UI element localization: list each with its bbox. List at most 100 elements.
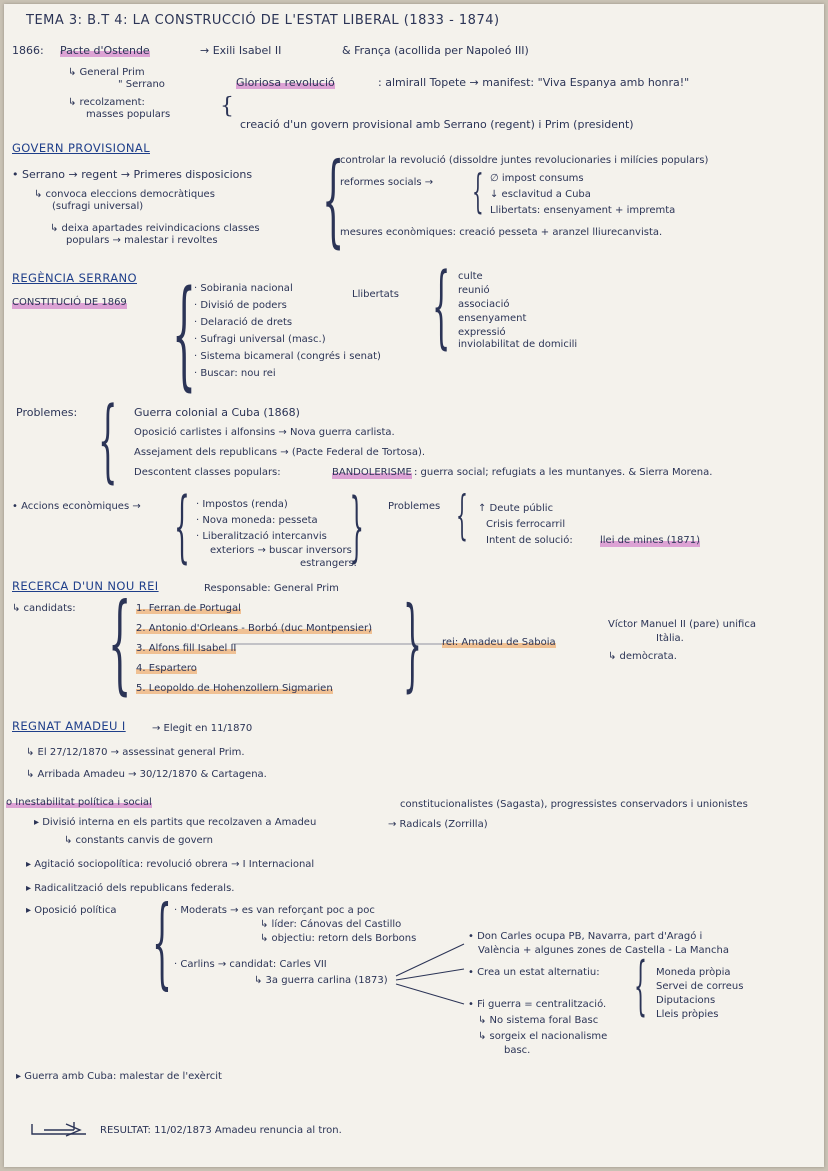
regnat-amadeu-heading: REGNAT AMADEU I (12, 719, 126, 733)
brace: { (322, 141, 345, 258)
brace: { (402, 585, 422, 702)
candidats-label: ↳ candidats: (12, 603, 76, 614)
candidat-item: 1. Ferran de Portugal (136, 602, 241, 615)
sorgeix-nacionalisme: ↳ sorgeix el nacionalisme (478, 1031, 608, 1042)
moderats: · Moderats → es van reforçant poc a poc (174, 905, 375, 916)
brace: { (349, 481, 364, 570)
problema-item: Assejament dels republicans → (Pacte Fed… (134, 447, 426, 458)
estrangers: estrangers. (300, 558, 357, 569)
constitution-item: · Delaració de drets (194, 317, 293, 328)
serrano-ref: " Serrano (118, 79, 165, 90)
recerca-heading: RECERCA D'UN NOU REI (12, 579, 159, 593)
brace: { (634, 949, 648, 1023)
basc: basc. (504, 1045, 531, 1056)
franca-napoleo: & França (acollida per Napoleó III) (342, 44, 529, 57)
deixa-apartades: ↳ deixa apartades reivindicacions classe… (50, 223, 260, 234)
democrata: ↳ demòcrata. (608, 651, 677, 662)
no-sistema-foral: ↳ No sistema foral Basc (478, 1015, 599, 1026)
candidat-item: 4. Espartero (136, 662, 197, 675)
estat-item: Moneda pròpia (656, 967, 731, 978)
populars-malestar: populars → malestar i revoltes (66, 235, 218, 246)
regencia-serrano-heading: REGÈNCIA SERRANO (12, 271, 137, 285)
candidat-espartero: 4. Espartero (136, 663, 197, 674)
almirall-topete: : almirall Topete → manifest: "Viva Espa… (378, 76, 690, 89)
liberalitzacio: · Liberalització intercanvis (196, 531, 327, 542)
victor-manuel: Víctor Manuel II (pare) unifica (608, 619, 756, 630)
arribada-amadeu: ↳ Arribada Amadeu → 30/12/1870 & Cartage… (26, 769, 267, 780)
masses-populars: masses populars (86, 109, 171, 120)
sufragi-universal: (sufragi universal) (52, 201, 144, 212)
constitution-item: · Divisió de poders (194, 300, 287, 311)
objectiu-borbons: ↳ objectiu: retorn dels Borbons (260, 933, 417, 944)
constitucio-1869: CONSTITUCIÓ DE 1869 (12, 296, 127, 309)
candidat-ferran: 1. Ferran de Portugal (136, 603, 241, 614)
convoca-eleccions: ↳ convoca eleccions democràtiques (34, 189, 215, 200)
llibertats-ensenyament: Llibertats: ensenyament + impremta (490, 205, 676, 216)
problema-item: Descontent classes populars: (134, 467, 281, 478)
govern-provisional-heading: GOVERN PROVISIONAL (12, 141, 150, 155)
nova-moneda: · Nova moneda: pesseta (196, 515, 318, 526)
rei-amadeu-text: rei: Amadeu de Saboia (442, 637, 556, 648)
guerra-cuba: ▸ Guerra amb Cuba: malestar de l'exèrcit (16, 1071, 222, 1082)
general-prim: ↳ General Prim (68, 67, 145, 78)
notes-sheet: TEMA 3: B.T 4: LA CONSTRUCCIÓ DE L'ESTAT… (4, 4, 824, 1167)
llibertat-item: culte (458, 271, 483, 282)
pacte-ostende: Pacte d'Ostende (60, 44, 150, 57)
oposicio-politica: ▸ Oposició política (26, 905, 117, 916)
impost-consums: ∅ impost consums (490, 173, 584, 184)
resultat: RESULTAT: 11/02/1873 Amadeu renuncia al … (100, 1125, 342, 1136)
constitution-item: · Sobirania nacional (194, 283, 293, 294)
fi-guerra: • Fi guerra = centralització. (468, 999, 607, 1010)
mesures-economiques: mesures econòmiques: creació pesseta + a… (340, 227, 663, 238)
problemes-accions: Problemes (388, 501, 441, 512)
controlar-revolucio: controlar la revolució (dissoldre juntes… (340, 155, 709, 166)
don-carles: • Don Carles ocupa PB, Navarra, part d'A… (468, 931, 703, 942)
deute-public: ↑ Deute públic (478, 503, 554, 514)
candidat-leopoldo: 5. Leopoldo de Hohenzollern Sigmarien (136, 683, 333, 694)
brace: { (152, 886, 172, 1000)
exteriors-inversors: exteriors → buscar inversors (210, 545, 352, 556)
llibertat-item: expressió (458, 327, 506, 338)
brace: { (456, 486, 468, 546)
carlins: · Carlins → candidat: Carles VII (174, 959, 327, 970)
llibertat-item: inviolabilitat de domicili (458, 339, 578, 350)
brace: { (172, 264, 197, 402)
tercera-guerra: ↳ 3a guerra carlina (1873) (254, 975, 388, 986)
accions-economiques: • Accions econòmiques → (12, 501, 141, 512)
exili-isabel: → Exili Isabel II (200, 44, 282, 57)
responsable-prim: Responsable: General Prim (204, 583, 339, 594)
valencia-castella: València + algunes zones de Castella - L… (478, 945, 729, 956)
brace: { (98, 388, 118, 493)
estat-item: Lleis pròpies (656, 1009, 719, 1020)
brace: { (472, 164, 484, 218)
year-1866: 1866: (12, 44, 44, 57)
llibertat-item: reunió (458, 285, 490, 296)
intent-solucio: Intent de solució: (486, 535, 573, 546)
serrano-regent: • Serrano → regent → Primeres disposicio… (12, 168, 253, 181)
bandolerisme: BANDOLERISME (332, 466, 412, 479)
problema-item: Guerra colonial a Cuba (1868) (134, 406, 300, 419)
candidat-item: 3. Alfons fill Isabel II (136, 642, 237, 655)
divisio-interna: ▸ Divisió interna en els partits que rec… (34, 817, 317, 828)
problemes-label: Problemes: (16, 406, 78, 419)
estat-item: Servei de correus (656, 981, 744, 992)
brace: { (432, 254, 451, 359)
gloriosa-revolucio: Gloriosa revolució (236, 76, 335, 89)
rei-amadeu: rei: Amadeu de Saboia (442, 636, 556, 649)
problema-item: Oposició carlistes i alfonsins → Nova gu… (134, 427, 395, 438)
creacio-govern: creació d'un govern provisional amb Serr… (240, 118, 634, 131)
inestabilitat-text: o Inestabilitat política i social (6, 797, 152, 808)
crea-estat: • Crea un estat alternatiu: (468, 967, 600, 978)
constitution-item: · Sistema bicameral (congrés i senat) (194, 351, 381, 362)
impostos-renda: · Impostos (renda) (196, 499, 288, 510)
constants-canvis: ↳ constants canvis de govern (64, 835, 213, 846)
assassinat-prim: ↳ El 27/12/1870 → assessinat general Pri… (26, 747, 245, 758)
llibertat-item: associació (458, 299, 510, 310)
radicalitzacio: ▸ Radicalització dels republicans federa… (26, 883, 235, 894)
reformes-socials: reformes socials → (340, 177, 434, 188)
agitacio: ▸ Agitació sociopolítica: revolució obre… (26, 859, 315, 870)
llibertat-item: ensenyament (458, 313, 527, 324)
llei-mines: llei de mines (1871) (600, 534, 700, 547)
brace: { (174, 482, 190, 572)
italia: Itàlia. (656, 633, 684, 644)
